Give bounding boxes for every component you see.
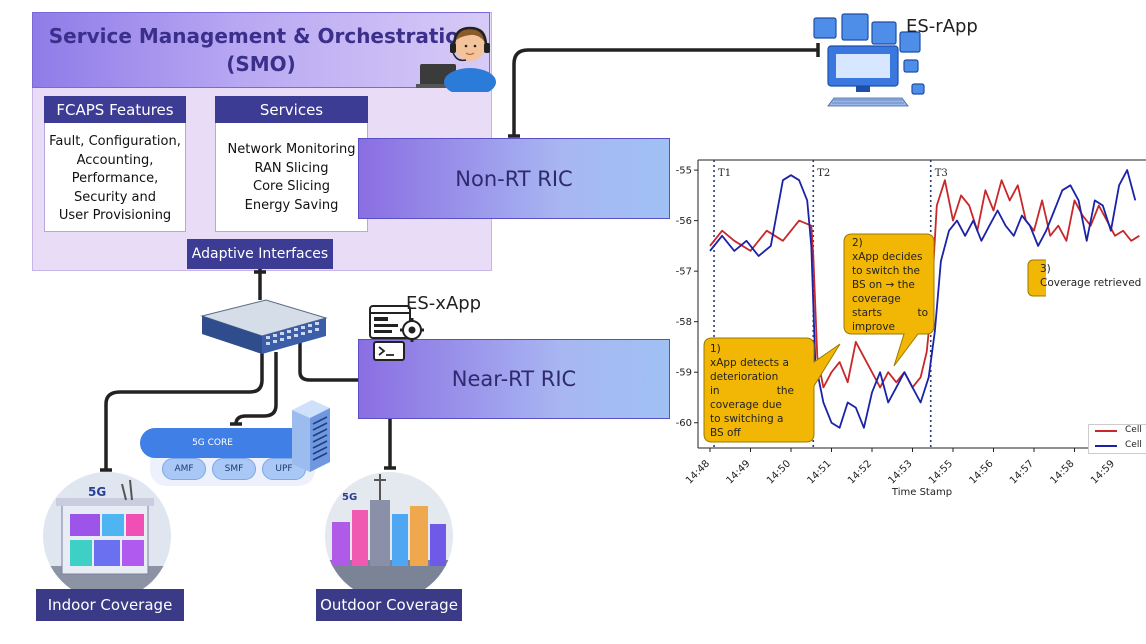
server-rack-icon xyxy=(292,400,330,472)
es-xapp-label: ES-xApp xyxy=(406,293,482,314)
y-tick-label: -58 xyxy=(676,317,692,328)
callout-3-shape xyxy=(1027,259,1046,297)
callout-2-shape xyxy=(843,233,935,367)
switch-nearrt-link xyxy=(298,340,358,382)
legend-label-1: Cell xyxy=(1125,425,1142,435)
outdoor-coverage-label: Outdoor Coverage xyxy=(316,589,462,621)
services-title: Services xyxy=(215,96,368,123)
callout-1-text: 1) xApp detects a deterioration in the c… xyxy=(710,343,794,439)
rapp-link xyxy=(512,48,818,136)
indoor-coverage-image: 5G xyxy=(43,472,171,600)
switch-indoor-link xyxy=(104,352,264,470)
callout-1-shape xyxy=(703,337,841,443)
phase-marker-label: T1 xyxy=(718,168,731,179)
services-list: Network Monitoring RAN Slicing Core Slic… xyxy=(215,141,368,215)
operator-avatar-icon xyxy=(416,26,496,92)
amf-node: AMF xyxy=(162,458,206,480)
legend-swatch-red xyxy=(1095,430,1117,432)
y-tick-label: -60 xyxy=(676,418,692,429)
fcaps-title: FCAPS Features xyxy=(44,96,186,123)
near-rt-ric-label: Near-RT RIC xyxy=(451,367,577,391)
callout-2-text: 2) xApp decides to switch the BS on → th… xyxy=(852,237,928,333)
fcaps-item: Security and xyxy=(74,189,156,205)
y-tick-label: -59 xyxy=(676,368,692,379)
smf-node: SMF xyxy=(212,458,256,480)
indoor-coverage-label: Indoor Coverage xyxy=(36,589,184,621)
fcaps-item: Performance, xyxy=(71,171,159,186)
services-item: Core Slicing xyxy=(253,179,330,194)
callout-shapes xyxy=(703,233,1046,443)
smo-title: Service Management & Orchestration xyxy=(48,24,474,48)
near-rt-ric-box: Near-RT RIC xyxy=(358,339,670,419)
y-tick-label: -57 xyxy=(676,267,692,278)
es-rapp-label: ES-rApp xyxy=(906,16,978,37)
es-rapp-icon xyxy=(813,13,925,107)
fcaps-item: Accounting, xyxy=(76,152,154,168)
network-switch-icon xyxy=(200,299,328,354)
phase-marker-label: T2 xyxy=(817,168,830,179)
svg-text:5G: 5G xyxy=(342,492,357,503)
svg-text:5G: 5G xyxy=(88,485,106,499)
series-blue-line xyxy=(709,169,1137,429)
es-xapp-icon xyxy=(369,305,424,361)
y-tick-label: -56 xyxy=(676,216,692,227)
core-label: 5G CORE xyxy=(192,438,233,448)
smo-header: Service Management & Orchestration (SMO) xyxy=(32,12,490,88)
fcaps-item: User Provisioning xyxy=(58,208,172,223)
y-tick-label: -55 xyxy=(676,166,692,177)
fcaps-list: Fault, Configuration, Accounting, Perfor… xyxy=(44,133,186,226)
outdoor-coverage-image: 5G xyxy=(325,472,453,600)
series-red-line xyxy=(709,179,1140,389)
smo-subtitle: (SMO) xyxy=(226,52,296,76)
services-item: Network Monitoring xyxy=(227,142,356,157)
legend-label-2: Cell xyxy=(1125,440,1142,450)
non-rt-ric-box: Non-RT RIC xyxy=(358,138,670,219)
non-rt-ric-label: Non-RT RIC xyxy=(455,166,573,191)
switch-core-link xyxy=(234,352,278,425)
x-axis-title: Time Stamp xyxy=(891,487,952,498)
legend-swatch-blue xyxy=(1095,445,1117,447)
chart-legend: Cell Cell xyxy=(1088,424,1146,454)
services-item: Energy Saving xyxy=(244,197,339,213)
phase-marker-label: T3 xyxy=(935,168,948,179)
fcaps-item: Fault, Configuration, xyxy=(49,134,181,149)
adaptive-interfaces-label: Adaptive Interfaces xyxy=(187,239,333,269)
callout-3-text: 3) Coverage retrieved xyxy=(1040,263,1142,289)
services-item: RAN Slicing xyxy=(254,160,329,176)
